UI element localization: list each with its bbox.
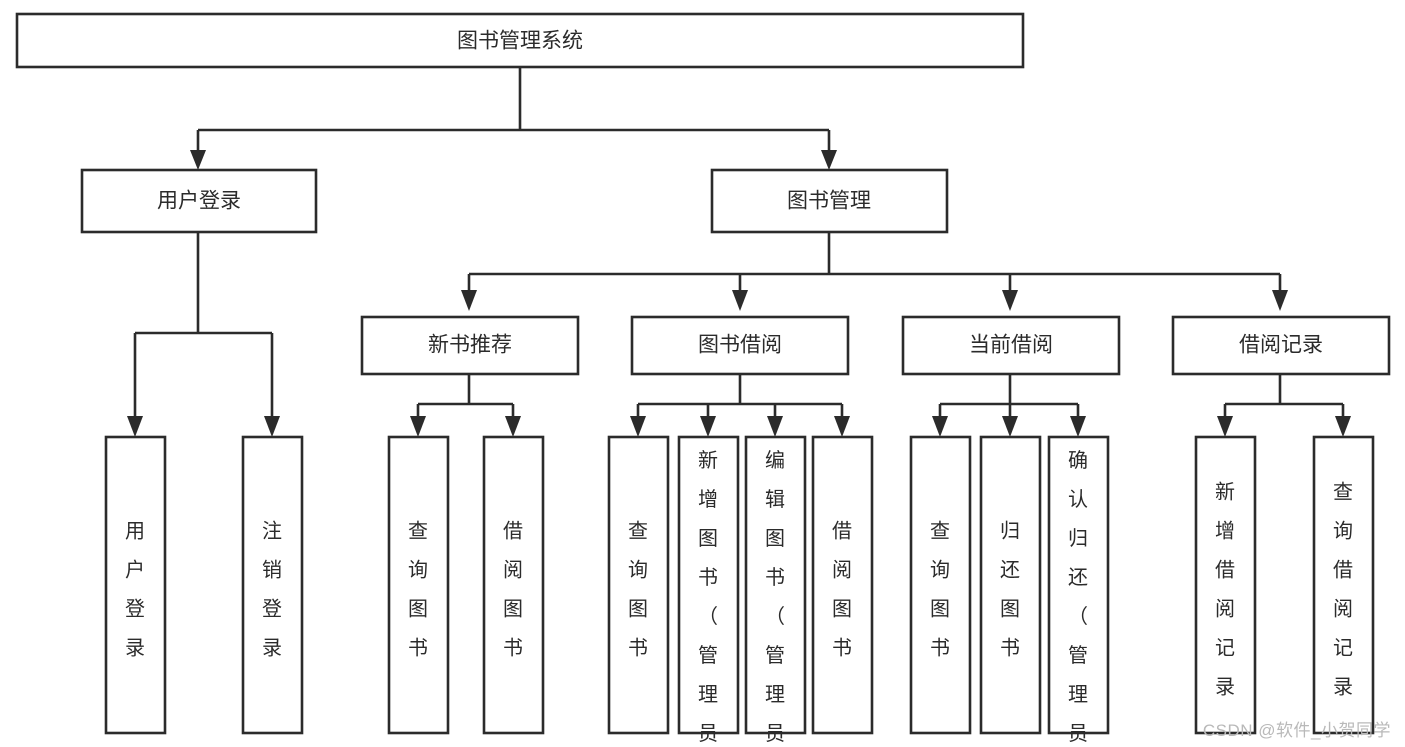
connector-user-login-trunk: [133, 232, 274, 418]
node-leaf-logout-box[interactable]: [241, 435, 304, 735]
node-leaf-query-record-label: 查询借阅记录: [1333, 480, 1353, 698]
arrow-to-leaf-return-book: [1002, 416, 1018, 437]
node-book-manage[interactable]: 图书管理: [710, 168, 949, 234]
node-leaf-query-book-1-box[interactable]: [387, 435, 450, 735]
node-leaf-return-book[interactable]: 归还图书: [979, 435, 1042, 735]
node-leaf-add-record[interactable]: 新增借阅记录: [1194, 435, 1257, 735]
node-user-login[interactable]: 用户登录: [80, 168, 318, 234]
connector-root-trunk: [196, 67, 831, 152]
arrow-to-leaf-query-record: [1335, 416, 1351, 437]
node-new-book-recommend[interactable]: 新书推荐: [360, 315, 580, 376]
node-root-box[interactable]: [15, 12, 1025, 69]
csdn-watermark: CSDN @软件_小贺同学: [1202, 721, 1391, 740]
arrow-to-current-borrow: [1002, 290, 1018, 311]
connector-layer: [127, 67, 1351, 437]
node-leaf-confirm-return-box[interactable]: [1047, 435, 1110, 735]
node-new-book-recommend-label: 新书推荐: [428, 334, 512, 357]
node-leaf-logout-label: 注销登录: [262, 519, 282, 659]
node-leaf-add-record-box[interactable]: [1194, 435, 1257, 735]
node-leaf-query-book-2[interactable]: 查询图书: [607, 435, 670, 735]
node-root[interactable]: 图书管理系统: [15, 12, 1025, 69]
node-leaf-edit-book-box[interactable]: [744, 435, 807, 735]
node-borrow-record-label: 借阅记录: [1239, 334, 1323, 357]
node-root-label: 图书管理系统: [457, 30, 583, 53]
connector-new-book-recommend-trunk: [416, 374, 515, 418]
node-leaf-query-record[interactable]: 查询借阅记录: [1312, 435, 1375, 735]
node-book-manage-label: 图书管理: [787, 190, 871, 213]
node-book-borrow[interactable]: 图书借阅: [630, 315, 850, 376]
node-leaf-user-login-box[interactable]: [104, 435, 167, 735]
node-current-borrow-label: 当前借阅: [969, 334, 1053, 357]
node-current-borrow-box[interactable]: [901, 315, 1121, 376]
node-current-borrow[interactable]: 当前借阅: [901, 315, 1121, 376]
node-leaf-return-book-label: 归还图书: [1000, 519, 1020, 659]
node-new-book-recommend-box[interactable]: [360, 315, 580, 376]
node-borrow-record-box[interactable]: [1171, 315, 1391, 376]
arrow-to-leaf-confirm-return: [1070, 416, 1086, 437]
arrow-to-book-manage: [821, 150, 837, 170]
node-leaf-add-record-label: 新增借阅记录: [1215, 480, 1235, 698]
node-leaf-user-login-label: 用户登录: [125, 520, 145, 659]
arrow-to-user-login: [190, 150, 206, 170]
node-leaf-query-book-1[interactable]: 查询图书: [387, 435, 450, 735]
node-leaf-query-book-3[interactable]: 查询图书: [909, 435, 972, 735]
node-leaf-borrow-book-2-box[interactable]: [811, 435, 874, 735]
connector-borrow-record-trunk: [1223, 375, 1345, 418]
node-leaf-confirm-return-label: 确认归还（管理员）: [1068, 449, 1088, 747]
node-leaf-query-book-3-box[interactable]: [909, 435, 972, 735]
arrow-to-leaf-query-book-2: [630, 416, 646, 437]
arrow-to-book-borrow: [732, 290, 748, 311]
node-book-manage-box[interactable]: [710, 168, 949, 234]
node-leaf-add-book-label: 新增图书（管理员）: [698, 449, 718, 747]
arrow-to-leaf-add-record: [1217, 416, 1233, 437]
node-leaf-confirm-return[interactable]: 确认归还（管理员）: [1047, 435, 1110, 747]
node-leaf-borrow-book-1-box[interactable]: [482, 435, 545, 735]
node-user-login-label: 用户登录: [157, 190, 241, 213]
node-leaf-borrow-book-2[interactable]: 借阅图书: [811, 435, 874, 735]
node-leaf-query-book-2-box[interactable]: [607, 435, 670, 735]
node-leaf-query-book-3-label: 查询图书: [930, 519, 950, 659]
arrow-to-leaf-query-book-3: [932, 416, 948, 437]
arrow-to-borrow-record: [1272, 290, 1288, 311]
arrow-to-leaf-logout: [264, 416, 280, 437]
node-leaf-add-book-box[interactable]: [677, 435, 740, 735]
node-leaf-edit-book-label: 编辑图书（管理员）: [765, 449, 785, 747]
arrow-to-leaf-edit-book: [767, 416, 783, 437]
arrow-to-leaf-borrow-book-2: [834, 416, 850, 437]
connector-book-borrow-trunk: [636, 374, 844, 418]
arrow-to-new-book-recommend: [461, 290, 477, 311]
arrow-to-leaf-query-book-1: [410, 416, 426, 437]
node-leaf-add-book[interactable]: 新增图书（管理员）: [677, 435, 740, 747]
connector-book-manage-trunk: [467, 232, 1282, 292]
node-leaf-user-login[interactable]: 用户登录: [104, 435, 167, 735]
node-leaf-borrow-book-2-label: 借阅图书: [832, 519, 852, 659]
arrow-to-leaf-add-book: [700, 416, 716, 437]
node-leaf-query-book-1-label: 查询图书: [408, 519, 428, 659]
node-leaf-query-record-box[interactable]: [1312, 435, 1375, 735]
node-borrow-record[interactable]: 借阅记录: [1171, 315, 1391, 376]
node-book-borrow-box[interactable]: [630, 315, 850, 376]
connector-current-borrow-trunk: [938, 374, 1080, 418]
node-leaf-borrow-book-1-label: 借阅图书: [503, 519, 523, 659]
node-leaf-return-book-box[interactable]: [979, 435, 1042, 735]
node-leaf-borrow-book-1[interactable]: 借阅图书: [482, 435, 545, 735]
arrow-to-leaf-user-login: [127, 416, 143, 437]
node-leaf-logout[interactable]: 注销登录: [241, 435, 304, 735]
node-book-borrow-label: 图书借阅: [698, 334, 782, 357]
node-user-login-box[interactable]: [80, 168, 318, 234]
node-leaf-query-book-2-label: 查询图书: [628, 519, 648, 659]
node-leaf-edit-book[interactable]: 编辑图书（管理员）: [744, 435, 807, 747]
arrow-to-leaf-borrow-book-1: [505, 416, 521, 437]
